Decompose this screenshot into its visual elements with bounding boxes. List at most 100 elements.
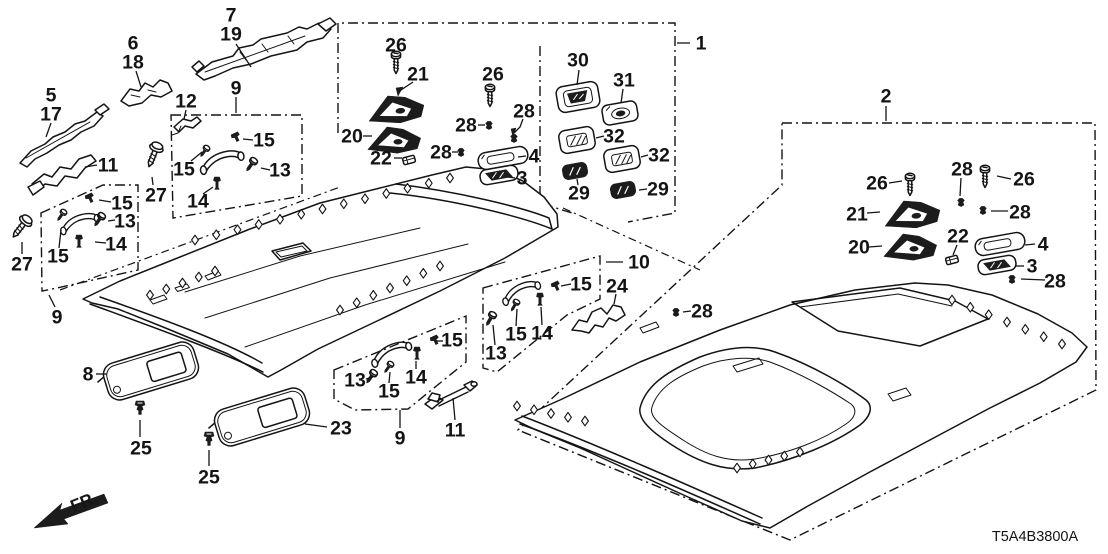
group-box-divider-left: [59, 186, 341, 291]
group-box-9c: [333, 314, 467, 411]
callout-10-47[interactable]: 10: [628, 252, 650, 274]
callout-26-31[interactable]: 26: [385, 35, 407, 57]
callout-11-8[interactable]: 11: [98, 155, 119, 177]
part-28-clip: [457, 148, 465, 157]
callout-14-12[interactable]: 14: [187, 191, 209, 213]
callout-21-56[interactable]: 21: [846, 204, 868, 226]
callout-9-18[interactable]: 9: [52, 307, 63, 329]
part-25-clip: [134, 400, 146, 415]
part-14-clip: [536, 292, 544, 306]
callout-4-62[interactable]: 4: [1038, 234, 1049, 256]
callout-24-49[interactable]: 24: [606, 276, 628, 298]
callout-13-26[interactable]: 13: [344, 370, 366, 392]
part-grab-handle: [197, 148, 247, 176]
group-box-1: [337, 22, 676, 223]
callout-15-50[interactable]: 15: [505, 324, 527, 346]
callout-leader-13-26: [365, 376, 374, 380]
callout-22-38[interactable]: 22: [370, 148, 392, 170]
part-15-screw: [54, 207, 69, 224]
callout-28-37[interactable]: 28: [430, 142, 452, 164]
callout-32-43[interactable]: 32: [603, 126, 625, 148]
callout-28-59[interactable]: 28: [1009, 202, 1031, 224]
callout-23-23[interactable]: 23: [330, 418, 352, 440]
callout-30-41[interactable]: 30: [567, 50, 589, 72]
callout-22-61[interactable]: 22: [947, 226, 969, 248]
callout-17-5[interactable]: 17: [40, 104, 62, 126]
callout-13-11[interactable]: 13: [269, 160, 291, 182]
callout-18-3[interactable]: 18: [122, 52, 144, 74]
callout-14-28[interactable]: 14: [405, 367, 427, 389]
callout-15-17[interactable]: 15: [47, 246, 69, 268]
callout-28-35[interactable]: 28: [455, 115, 477, 137]
callout-leader-15-10: [190, 151, 203, 162]
part-11-handle-bracket-right: [424, 380, 478, 410]
callout-3-40[interactable]: 3: [517, 168, 528, 190]
callout-leader-4-62: [1024, 243, 1036, 246]
callout-4-39[interactable]: 4: [529, 146, 540, 168]
callout-26-34[interactable]: 26: [482, 64, 504, 86]
callout-6-2[interactable]: 6: [128, 33, 139, 55]
callout-15-14[interactable]: 15: [111, 193, 133, 215]
callout-leader-32-43: [595, 135, 605, 139]
callout-15-9[interactable]: 15: [253, 130, 275, 152]
fr-label: FR.: [68, 488, 101, 516]
part-14-clip: [75, 234, 83, 248]
callout-leader-14-51: [540, 306, 543, 326]
callout-15-27[interactable]: 15: [378, 381, 400, 403]
callout-leader-12-6: [183, 109, 187, 120]
callout-7-0[interactable]: 7: [226, 5, 237, 27]
callout-leader-31-42: [620, 88, 624, 104]
callout-1-30[interactable]: 1: [696, 33, 707, 55]
callout-25-22[interactable]: 25: [198, 467, 220, 489]
callout-28-36[interactable]: 28: [513, 101, 535, 123]
callout-11-25[interactable]: 11: [445, 420, 466, 442]
callout-27-19[interactable]: 27: [11, 254, 33, 276]
callout-14-51[interactable]: 14: [531, 323, 553, 345]
callout-28-57[interactable]: 28: [951, 159, 973, 181]
part-15-clip: [429, 334, 441, 347]
callout-28-53[interactable]: 28: [691, 301, 713, 323]
callout-leader-14-12: [202, 186, 214, 195]
callout-15-48[interactable]: 15: [570, 274, 592, 296]
callout-21-32[interactable]: 21: [407, 64, 429, 86]
callout-14-16[interactable]: 14: [105, 234, 127, 256]
callout-19-1[interactable]: 19: [220, 24, 242, 46]
callout-20-33[interactable]: 20: [341, 126, 363, 148]
callout-26-58[interactable]: 26: [1013, 169, 1035, 191]
callout-leader-32-44: [640, 154, 649, 158]
callout-25-21[interactable]: 25: [130, 438, 152, 460]
callout-20-60[interactable]: 20: [848, 237, 870, 259]
part-28-clip: [672, 308, 680, 317]
callout-26-55[interactable]: 26: [866, 173, 888, 195]
callout-leader-19-1: [235, 43, 252, 68]
callout-15-29[interactable]: 15: [441, 330, 463, 352]
callout-8-20[interactable]: 8: [83, 364, 94, 386]
callout-29-46[interactable]: 29: [647, 179, 669, 201]
callout-2-54[interactable]: 2: [881, 86, 892, 108]
part-21-holder: [882, 196, 942, 232]
part-28-clip: [485, 121, 493, 130]
callout-9-24[interactable]: 9: [395, 428, 406, 450]
callout-3-63[interactable]: 3: [1027, 256, 1038, 278]
callout-9-7[interactable]: 9: [231, 78, 242, 100]
callout-15-10[interactable]: 15: [173, 159, 195, 181]
part-13-screw: [482, 309, 499, 329]
callout-32-44[interactable]: 32: [648, 145, 670, 167]
callout-28-64[interactable]: 28: [1044, 271, 1066, 293]
callout-leader-20-60: [868, 245, 883, 248]
callout-13-52[interactable]: 13: [485, 343, 507, 365]
part-6-18-bracket: [120, 79, 173, 107]
clip-bump-row: [191, 172, 454, 246]
callout-29-45[interactable]: 29: [568, 183, 590, 205]
diagram-part-code: T5A4B3800A: [992, 529, 1079, 545]
callout-12-6[interactable]: 12: [175, 91, 197, 113]
callout-27-13[interactable]: 27: [145, 185, 167, 207]
callout-31-42[interactable]: 31: [613, 70, 635, 92]
part-15-clip: [84, 192, 96, 205]
callout-leader-28-64: [1020, 278, 1046, 281]
callout-13-15[interactable]: 13: [114, 211, 136, 233]
group-box-9a: [170, 114, 303, 219]
part-32-light-base: [602, 143, 642, 175]
callout-5-4[interactable]: 5: [46, 85, 57, 107]
